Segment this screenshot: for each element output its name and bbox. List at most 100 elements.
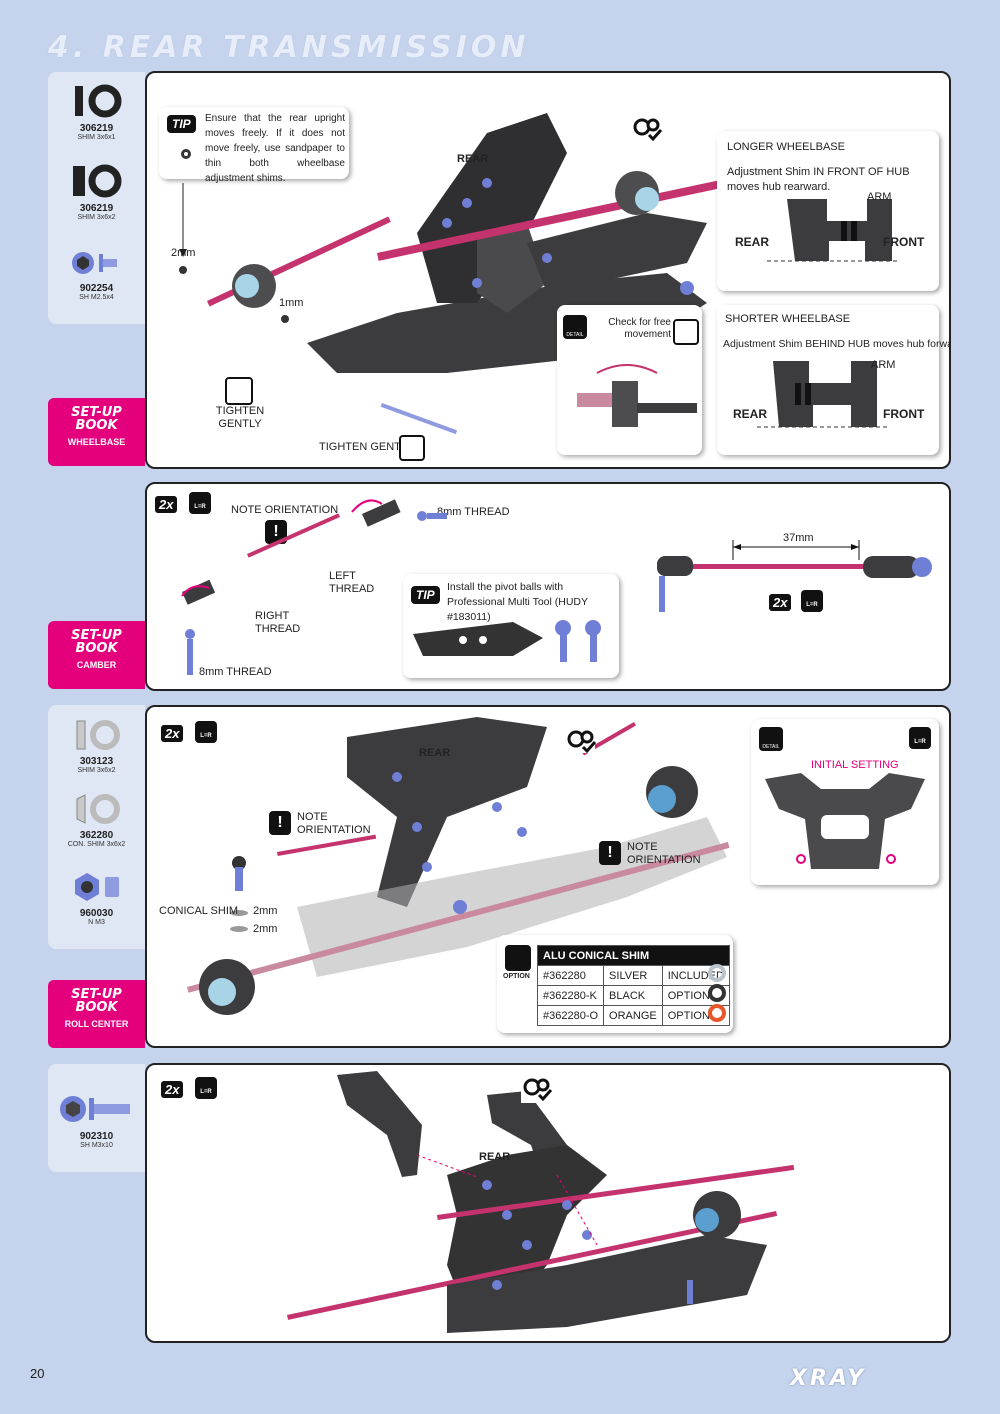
setup-book-roll-center[interactable]: SET-UP BOOK ROLL CENTER [48, 980, 145, 1048]
page-title: 4. REAR TRANSMISSION [48, 30, 530, 65]
nut-icon [74, 873, 119, 901]
longer-wheelbase-diagram [767, 199, 897, 262]
setup-book-camber[interactable]: SET-UP BOOK CAMBER [48, 621, 145, 689]
setup-book-topic: CAMBER [76, 660, 117, 670]
warning-icon: ! [599, 841, 621, 865]
shim-1mm-label: 1mm [279, 297, 304, 309]
lr-label: L=R [194, 504, 206, 510]
tighten-gently-label-2: TIGHTEN GENTLY [319, 441, 414, 453]
parts-sidebar-4: 902310 SH M3x10 [48, 1064, 145, 1172]
shim-2mm-label: 2mm [171, 247, 196, 259]
tip-callout-upright: TIP Ensure that the rear upright moves f… [159, 107, 349, 184]
table-cell: #362280 [536, 965, 605, 986]
lr-label: L=R [200, 1089, 212, 1095]
quantity-badge: 2x [161, 1081, 184, 1098]
quantity-badge: 2x [161, 725, 184, 742]
panel-camber-link: 2x L=R NOTE ORIENTATION ! 8mm THREAD LEF… [145, 482, 951, 691]
shim-color-swatches [708, 964, 726, 1022]
initial-setting-callout: DETAIL L=R INITIAL SETTING [751, 719, 939, 885]
left-right-same-icon: L=R [195, 721, 217, 743]
longer-wheelbase-callout: LONGER WHEELBASE Adjustment Shim IN FRON… [717, 131, 939, 291]
gears-check-icon [567, 730, 597, 754]
note-orientation-label-1: NOTE ORIENTATION [297, 811, 371, 836]
setup-book-wheelbase[interactable]: SET-UP BOOK WHEELBASE [48, 398, 145, 466]
rear-side-label: REAR [735, 235, 770, 249]
part-code: 960030 [79, 908, 114, 919]
thread-8mm-bottom-label: 8mm THREAD [199, 666, 272, 678]
left-right-same-icon: L=R [195, 1077, 217, 1099]
shock-tower-diagram [765, 773, 925, 869]
setup-book-topic: ROLL CENTER [64, 1019, 129, 1029]
part-desc: SH M3x10 [80, 1142, 113, 1149]
detail-label: DETAIL [566, 332, 584, 338]
panel-shock-tower: 2x L=R REAR [145, 1063, 951, 1343]
part-desc: SH M2.5x4 [79, 294, 114, 301]
brand-logo: XRAY [790, 1366, 867, 1391]
note-orientation-label-2: NOTE ORIENTATION [627, 841, 701, 866]
detail-label: DETAIL [762, 744, 780, 750]
gears-check-icon [523, 1078, 553, 1102]
detail-icon: DETAIL [759, 727, 783, 751]
panel-wheelbase: TIP Ensure that the rear upright moves f… [145, 71, 951, 469]
option-icon [505, 945, 531, 971]
setup-book-topic: WHEELBASE [67, 437, 126, 447]
table-title: ALU CONICAL SHIM [537, 945, 730, 966]
right-thread-label: RIGHT THREAD [255, 610, 301, 635]
tip-badge: TIP [411, 586, 440, 604]
part-nut: 960030 N M3 [48, 871, 145, 926]
part-desc: N M3 [88, 919, 105, 926]
left-right-same-icon: L=R [801, 590, 823, 612]
part-shim-2: 306219 SHIM 3x6x2 [48, 164, 145, 221]
lr-label: L=R [806, 602, 818, 608]
shorter-wheelbase-diagram [757, 361, 887, 428]
conical-shim-label: CONICAL SHIM [159, 905, 239, 917]
warning-icon: ! [265, 520, 287, 544]
shorter-wheelbase-callout: SHORTER WHEELBASE Adjustment Shim BEHIND… [717, 305, 951, 455]
table-cell: ORANGE [603, 1005, 663, 1026]
table-cell: OPTION [661, 1005, 730, 1026]
part-shim: 303123 SHIM 3x6x2 [48, 719, 145, 774]
shorter-wheelbase-title: SHORTER WHEELBASE [725, 313, 851, 325]
parts-sidebar-1: 306219 SHIM 3x6x1 306219 SHIM 3x6x2 9022… [48, 72, 145, 324]
arm-label: ARM [867, 191, 892, 203]
part-code: 902254 [79, 283, 114, 294]
screw-icon [71, 252, 117, 274]
detail-callout-free-movement: DETAIL Check for free movement [557, 305, 702, 455]
shock-tower-mount-illustration [287, 1071, 795, 1333]
lr-label: L=R [914, 739, 926, 745]
setup-book-line1: SET-UP [71, 987, 122, 1002]
setup-book-line1: SET-UP [71, 628, 122, 643]
thread-8mm-top-label: 8mm THREAD [437, 506, 510, 518]
shim-2mm-label-b: 2mm [253, 923, 278, 935]
arm-label: ARM [871, 359, 896, 371]
shorter-wheelbase-text: Adjustment Shim BEHIND HUB moves hub for… [723, 338, 951, 350]
tip-callout-pivot-balls: TIP Install the pivot balls with Profess… [403, 574, 619, 678]
front-side-label: FRONT [883, 235, 925, 249]
setup-book-line1: SET-UP [71, 405, 122, 420]
setup-book-line2: BOOK [75, 641, 118, 656]
setup-book-line2: BOOK [75, 418, 118, 433]
table-cell: BLACK [603, 985, 663, 1006]
tighten-gently-label-1: TIGHTEN GENTLY [215, 405, 265, 430]
rear-label: REAR [419, 747, 451, 759]
note-orientation-label: NOTE ORIENTATION [231, 504, 339, 516]
left-right-same-icon: L=R [909, 727, 931, 749]
length-37mm-label: 37mm [783, 532, 814, 544]
tip-text: Install the pivot balls with Professiona… [447, 581, 588, 623]
shim-icon [74, 84, 121, 118]
page-number: 20 [30, 1366, 45, 1381]
free-movement-icon [673, 319, 699, 345]
table-cell: SILVER [603, 965, 663, 986]
part-screw: 902310 SH M3x10 [48, 1092, 145, 1149]
panel-roll-center: 2x L=R REAR ! NOTE ORIENTATION ! NOTE OR… [145, 705, 951, 1048]
part-shim-1: 306219 SHIM 3x6x1 [48, 84, 145, 141]
shim-2mm-label-a: 2mm [253, 905, 278, 917]
tip-badge: TIP [167, 115, 196, 133]
table-cell: #362280-O [536, 1005, 605, 1026]
part-code: 306219 [79, 203, 114, 214]
table-cell: #362280-K [536, 985, 605, 1006]
